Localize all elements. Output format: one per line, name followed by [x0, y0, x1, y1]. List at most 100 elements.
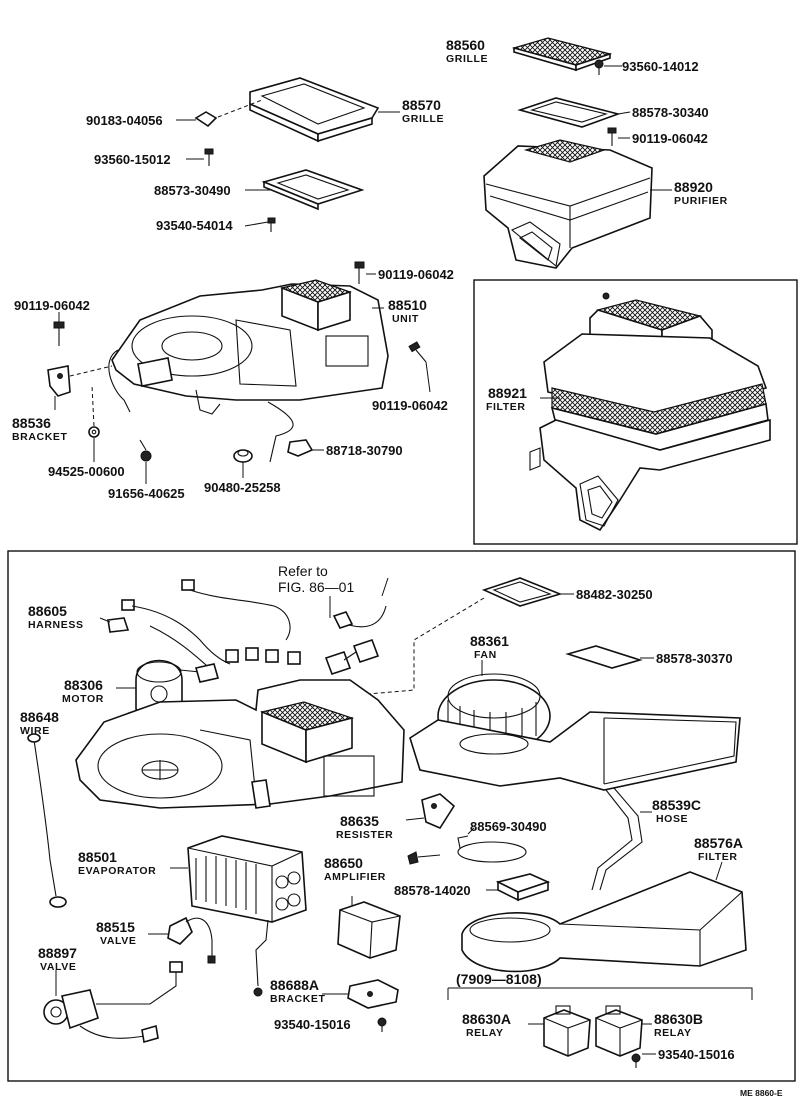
washer-94525-drawing — [88, 426, 100, 438]
label-88650-number: 88650 — [324, 855, 363, 871]
screw-93560-15012-drawing — [204, 148, 214, 166]
unit-lower-drawing — [75, 679, 405, 809]
filter-88921-drawing — [529, 292, 771, 532]
bolt-90119-c-drawing — [53, 312, 65, 346]
wire-88648-drawing — [27, 733, 67, 908]
leader-88578-30340 — [617, 111, 631, 115]
label-88920-number: 88920 — [674, 179, 713, 195]
label-91656-40625: 91656-40625 — [108, 486, 185, 501]
label-88650-name: AMPLIFIER — [324, 871, 386, 883]
label-88578-30370: 88578-30370 — [656, 651, 733, 666]
refer-note-leader — [329, 577, 389, 618]
leader-88569 — [467, 827, 475, 835]
label-90183-04056: 90183-04056 — [86, 113, 163, 128]
label-88630a-name: RELAY — [466, 1027, 504, 1039]
label-88920-name: PURIFIER — [674, 195, 728, 207]
grille-88560-drawing — [511, 37, 613, 72]
label-88578-30340: 88578-30340 — [632, 105, 709, 120]
label-94525-00600: 94525-00600 — [48, 464, 125, 479]
label-93540-15016-a: 93540-15016 — [274, 1017, 351, 1032]
valve-88515-drawing — [167, 916, 216, 964]
label-90119-06042-c: 90119-06042 — [14, 298, 90, 313]
grommet-90480-drawing — [233, 449, 253, 463]
label-88573-30490: 88573-30490 — [154, 183, 231, 198]
label-88897-name: VALVE — [40, 961, 76, 973]
label-88897-number: 88897 — [38, 945, 77, 961]
leader-88576a — [715, 861, 723, 881]
bracket-88688a-drawing — [253, 979, 399, 1009]
label-93540-54014: 93540-54014 — [156, 218, 233, 233]
label-88306-name: MOTOR — [62, 693, 104, 705]
relay-88630a-drawing — [543, 1005, 591, 1057]
harness-88605-drawing — [107, 579, 387, 676]
valve-88897-drawing — [43, 961, 183, 1044]
label-88306-number: 88306 — [64, 677, 103, 693]
grille-dash-line — [217, 99, 263, 118]
label-88635-number: 88635 — [340, 813, 379, 829]
label-88569-30490: 88569-30490 — [470, 819, 547, 834]
relay-88630b-drawing — [595, 1005, 643, 1057]
label-88578-14020: 88578-14020 — [394, 883, 471, 898]
label-88648-number: 88648 — [20, 709, 59, 725]
grille-88570-drawing — [249, 77, 380, 143]
bracket-dash-line — [69, 365, 113, 377]
label-88361-name: FAN — [474, 649, 497, 661]
label-88921-number: 88921 — [488, 385, 527, 401]
gasket-dash-line — [299, 597, 485, 701]
label-90119-06042-d: 90119-06042 — [372, 398, 448, 413]
bolt-90119-a-drawing — [607, 127, 617, 146]
leader-88635 — [405, 817, 425, 821]
gasket-88482-drawing — [481, 577, 563, 607]
label-relay-range: (7909—8108) — [456, 971, 542, 987]
filter-detail-frame — [473, 279, 798, 545]
seal-88578-30370-drawing — [565, 645, 643, 669]
label-88510-name: UNIT — [392, 313, 419, 325]
label-88536-number: 88536 — [12, 415, 51, 431]
gasket-88578-30340-drawing — [517, 97, 621, 128]
connector-88718-drawing — [287, 439, 314, 457]
bracket-88536-drawing — [47, 365, 71, 397]
purifier-88920-drawing — [483, 139, 653, 269]
bolt-90119-d-drawing — [408, 341, 431, 393]
amplifier-88650-drawing — [337, 901, 401, 959]
label-88630b-name: RELAY — [654, 1027, 692, 1039]
fan-88361-drawing — [409, 673, 741, 791]
label-88688a-name: BRACKET — [270, 993, 326, 1005]
label-88688a-number: 88688A — [270, 977, 319, 993]
label-88718-30790: 88718-30790 — [326, 443, 403, 458]
label-93560-14012: 93560-14012 — [622, 59, 699, 74]
washer-dash-line — [91, 385, 95, 427]
label-88515-name: VALVE — [100, 935, 136, 947]
label-93540-15016-b: 93540-15016 — [658, 1047, 735, 1062]
refer-note-line2: FIG. 86—01 — [278, 579, 354, 595]
label-88515-number: 88515 — [96, 919, 135, 935]
label-88630a-number: 88630A — [462, 1011, 511, 1027]
label-88536-name: BRACKET — [12, 431, 68, 443]
label-88648-name: WIRE — [20, 725, 50, 737]
leader-93540-54014 — [244, 221, 269, 227]
label-88570-number: 88570 — [402, 97, 441, 113]
resister-88635-drawing — [421, 793, 456, 830]
screw-93540-15016-b-drawing — [631, 1053, 641, 1068]
evaporator-88501-drawing — [187, 835, 307, 987]
label-88576a-number: 88576A — [694, 835, 743, 851]
seal-88578-14020-drawing — [495, 873, 551, 902]
footer-code: ME 8860-E — [740, 1088, 783, 1098]
label-90119-06042-b: 90119-06042 — [378, 267, 454, 282]
label-88501-number: 88501 — [78, 849, 117, 865]
bolt-90119-b-drawing — [354, 261, 365, 284]
label-88560-name: GRILLE — [446, 53, 488, 65]
label-88921-name: FILTER — [486, 401, 526, 413]
hose-88539c-drawing — [591, 787, 643, 891]
screw-93540-15016-a-drawing — [377, 1017, 387, 1032]
label-88605-number: 88605 — [28, 603, 67, 619]
band-88569-drawing — [457, 835, 527, 863]
label-88539c-number: 88539C — [652, 797, 701, 813]
label-88576a-name: FILTER — [698, 851, 738, 863]
relay-bracket-line — [447, 987, 753, 1000]
label-88482-30250: 88482-30250 — [576, 587, 653, 602]
leader-88605 — [99, 617, 111, 623]
clip-90183-drawing — [194, 111, 218, 128]
label-88560-number: 88560 — [446, 37, 485, 53]
